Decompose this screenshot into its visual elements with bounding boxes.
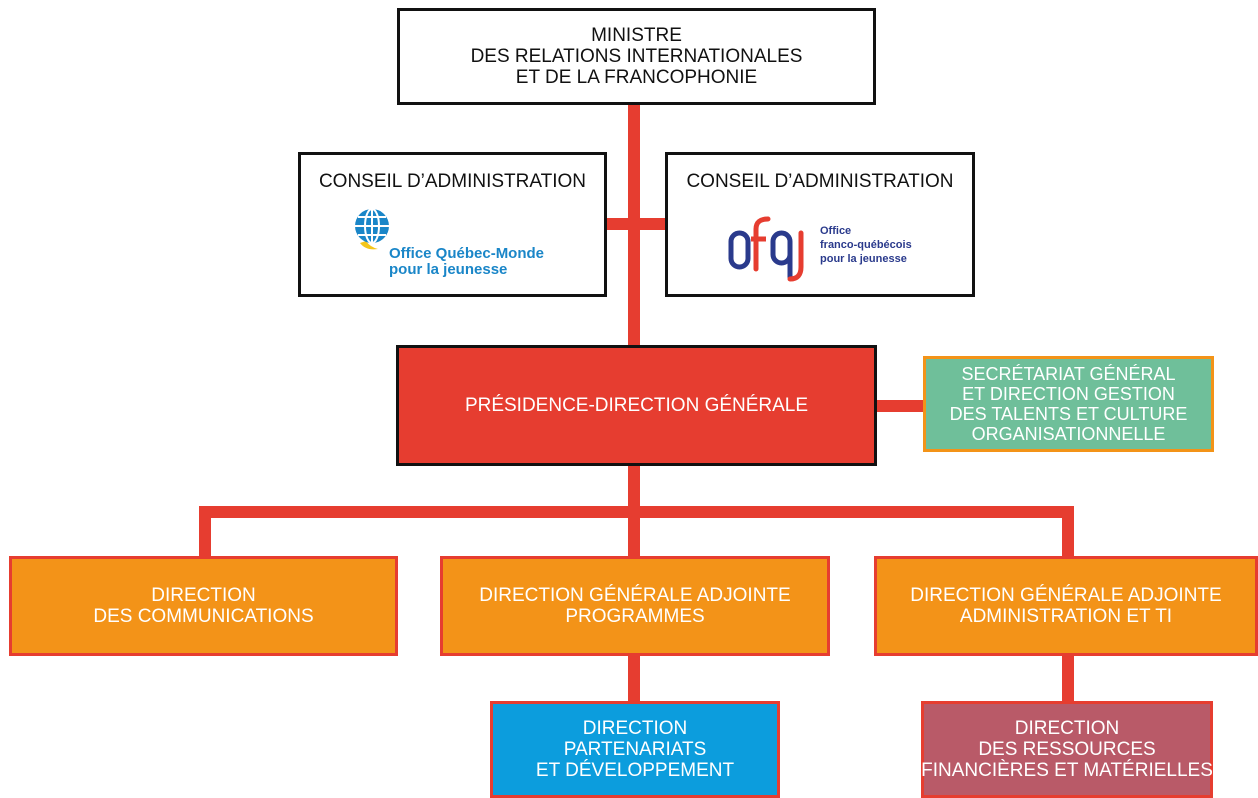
partenariats-box: DIRECTION PARTENARIATS ET DÉVELOPPEMENT	[490, 701, 780, 798]
partenariats-line-3: ET DÉVELOPPEMENT	[535, 760, 735, 782]
secretariat-line-4: ORGANISATIONNELLE	[971, 424, 1166, 445]
board-right-logo-text: Office franco-québécois pour la jeunesse	[820, 225, 912, 266]
connector-drop-center	[628, 506, 640, 558]
board-right-box: CONSEIL D’ADMINISTRATION Office franco-q…	[665, 152, 975, 297]
ressources-line-3: FINANCIÈRES ET MATÉRIELLES	[921, 760, 1213, 782]
connector-programmes-sub	[628, 655, 640, 703]
connector-drop-right	[1062, 506, 1074, 558]
connector-secretariat	[876, 400, 924, 412]
programmes-line-2: PROGRAMMES	[565, 606, 705, 627]
minister-box: MINISTRE DES RELATIONS INTERNATIONALES E…	[397, 8, 876, 105]
board-right-logo-line-3: pour la jeunesse	[820, 252, 907, 265]
ressources-box: DIRECTION DES RESSOURCES FINANCIÈRES ET …	[921, 701, 1213, 798]
secretariat-box: SECRÉTARIAT GÉNÉRAL ET DIRECTION GESTION…	[923, 356, 1214, 452]
board-left-logo-text: Office Québec-Monde pour la jeunesse	[389, 246, 544, 278]
minister-line-1: MINISTRE	[591, 24, 682, 46]
partenariats-line-2: PARTENARIATS	[563, 738, 707, 760]
board-left-box: CONSEIL D’ADMINISTRATION Office Québec-M…	[298, 152, 607, 297]
administration-line-1: DIRECTION GÉNÉRALE ADJOINTE	[910, 584, 1222, 606]
connector-administration-sub	[1062, 655, 1074, 703]
communications-box: DIRECTION DES COMMUNICATIONS	[9, 556, 398, 656]
minister-line-2: DES RELATIONS INTERNATIONALES	[470, 45, 803, 67]
partenariats-line-1: DIRECTION	[582, 717, 688, 739]
secretariat-line-1: SECRÉTARIAT GÉNÉRAL	[961, 363, 1176, 384]
board-left-logo-line-2: pour la jeunesse	[389, 260, 508, 278]
presidency-box: PRÉSIDENCE-DIRECTION GÉNÉRALE	[396, 345, 877, 466]
board-right-logo-line-2: franco-québécois	[820, 238, 912, 251]
connector-boards	[605, 218, 665, 230]
communications-line-2: DES COMMUNICATIONS	[93, 606, 314, 627]
globe-logo-icon	[355, 208, 389, 250]
board-left-logo-line-1: Office Québec-Monde	[389, 245, 545, 262]
ofqj-logo-icon	[728, 216, 804, 282]
programmes-line-1: DIRECTION GÉNÉRALE ADJOINTE	[479, 584, 791, 606]
board-right-logo-line-1: Office	[820, 225, 852, 237]
communications-line-1: DIRECTION	[151, 584, 256, 606]
administration-box: DIRECTION GÉNÉRALE ADJOINTE ADMINISTRATI…	[874, 556, 1258, 656]
secretariat-line-3: DES TALENTS ET CULTURE	[949, 404, 1188, 424]
connector-trunk-bottom	[628, 465, 640, 510]
ressources-line-2: DES RESSOURCES	[978, 738, 1156, 760]
board-right-title: CONSEIL D’ADMINISTRATION	[686, 171, 954, 192]
secretariat-line-2: ET DIRECTION GESTION	[962, 383, 1175, 404]
connector-drop-left	[199, 506, 211, 558]
administration-line-2: ADMINISTRATION ET TI	[959, 606, 1173, 627]
programmes-box: DIRECTION GÉNÉRALE ADJOINTE PROGRAMMES	[440, 556, 830, 656]
minister-line-3: ET DE LA FRANCOPHONIE	[515, 67, 758, 89]
presidency-label: PRÉSIDENCE-DIRECTION GÉNÉRALE	[464, 394, 809, 416]
board-left-title: CONSEIL D’ADMINISTRATION	[318, 171, 587, 192]
ressources-line-1: DIRECTION	[1014, 717, 1120, 739]
